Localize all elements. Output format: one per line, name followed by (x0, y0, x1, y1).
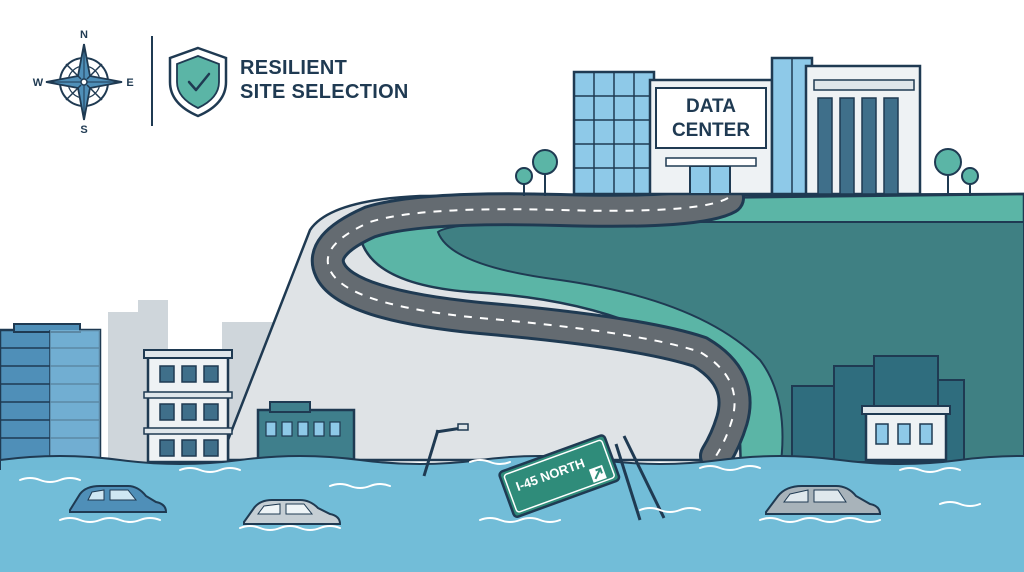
brand-title-line1: RESILIENT (240, 57, 348, 79)
road-center-line (326, 197, 736, 457)
tree-right-2 (961, 167, 979, 196)
apartment-building-left (143, 349, 233, 464)
compass-north-label: N (80, 29, 88, 41)
submerged-car-right (765, 485, 882, 515)
submerged-car-blue (69, 485, 168, 513)
arrow-up-right-icon (588, 464, 607, 483)
office-building-left (256, 401, 356, 464)
tree-left-2 (515, 167, 533, 196)
data-center-sign-line1: DATA (686, 96, 736, 117)
small-house-right (861, 405, 951, 462)
tree-right-1 (934, 148, 962, 196)
data-center-sign-line2: CENTER (672, 120, 750, 141)
compass-rose-icon (45, 43, 123, 121)
glass-tower-left (0, 323, 102, 464)
submerged-streetlight (422, 423, 469, 477)
brand-title: RESILIENT SITE SELECTION (240, 56, 409, 104)
water-waves (19, 459, 981, 531)
road-sign-panel (498, 434, 621, 518)
submerged-car-grey (243, 499, 342, 525)
compass-south-label: S (80, 124, 87, 136)
compass-east-label: E (126, 77, 133, 89)
brand-title-line2: SITE SELECTION (240, 81, 409, 103)
data-center-building: DATA CENTER (572, 56, 922, 196)
tree-left-1 (532, 149, 558, 196)
shield-check-icon (168, 46, 228, 118)
road-sign-group: I-45 NORTH (498, 434, 666, 521)
compass-west-label: W (33, 77, 44, 89)
